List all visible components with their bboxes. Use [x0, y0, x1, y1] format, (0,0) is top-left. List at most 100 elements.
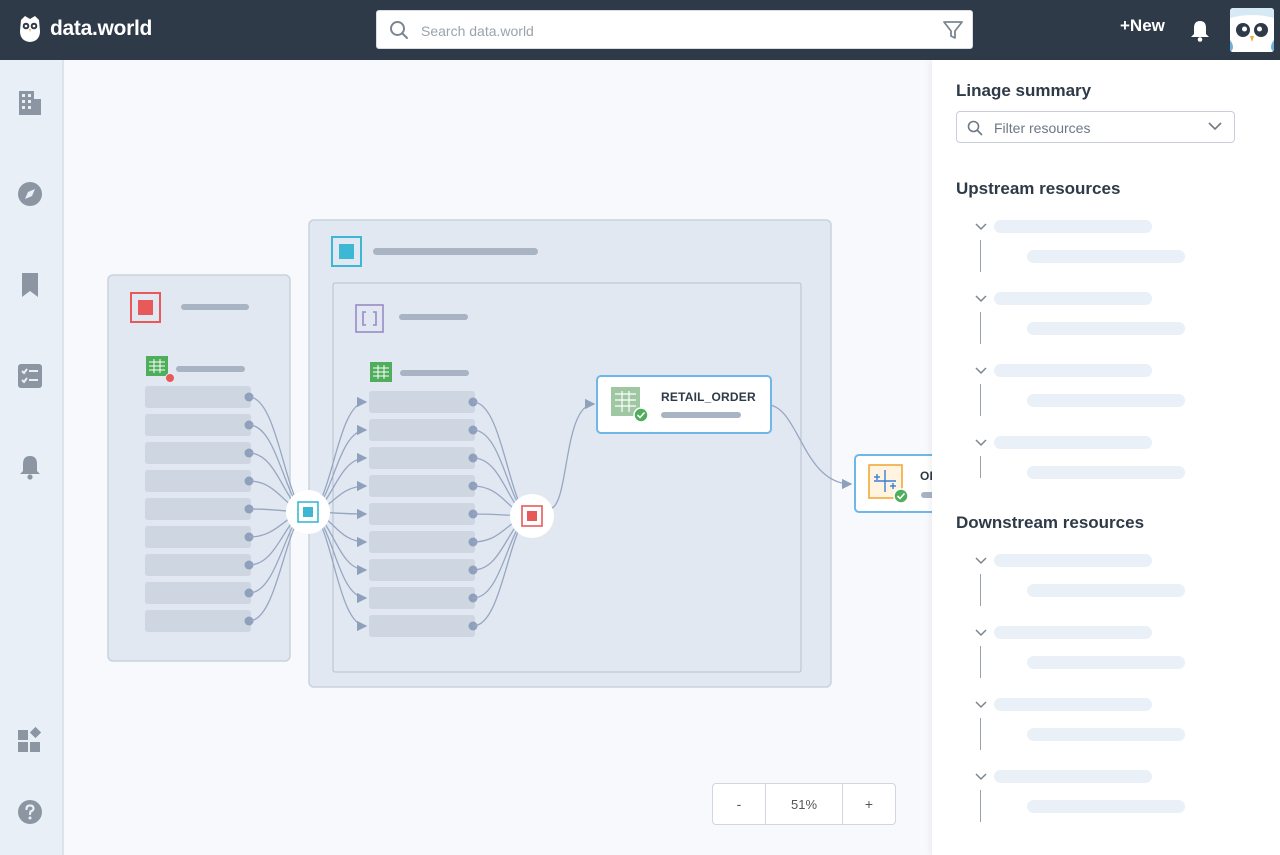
- resource-placeholder[interactable]: [994, 770, 1152, 783]
- resource-child-placeholder[interactable]: [1027, 584, 1185, 597]
- target-column-row[interactable]: [369, 447, 475, 469]
- join-node-red[interactable]: [510, 494, 554, 538]
- lineage-summary-panel: Linage summary Filter resources Upstream…: [932, 60, 1280, 855]
- search-input[interactable]: [419, 11, 923, 50]
- target-column-row[interactable]: [369, 531, 475, 553]
- target-column-row[interactable]: [369, 503, 475, 525]
- target-table-icon: [370, 362, 392, 382]
- chevron-down-icon[interactable]: [975, 439, 987, 447]
- building-icon: [19, 91, 41, 115]
- rail-organizations[interactable]: [17, 90, 43, 116]
- target-container-icon: [331, 236, 362, 267]
- target-column-row[interactable]: [369, 391, 475, 413]
- target-column-row[interactable]: [369, 419, 475, 441]
- tree-connector: [980, 718, 981, 750]
- source-column-rows: [145, 386, 254, 632]
- resource-placeholder[interactable]: [994, 554, 1152, 567]
- rail-notifications[interactable]: [17, 454, 43, 480]
- retail-order-label: RETAIL_ORDER: [661, 390, 756, 404]
- search-icon: [967, 120, 983, 136]
- search-bar: [376, 10, 973, 50]
- target-column-row[interactable]: [369, 615, 475, 637]
- chevron-down-icon[interactable]: [975, 367, 987, 375]
- source-container-icon: [130, 292, 161, 323]
- owl-logo-icon: [20, 16, 40, 42]
- filter-icon[interactable]: [942, 19, 964, 41]
- tree-connector: [980, 646, 981, 678]
- downstream-title: Downstream resources: [956, 513, 1145, 532]
- panel-title: Linage summary: [956, 81, 1092, 100]
- chevron-down-icon[interactable]: [975, 701, 987, 709]
- rail-explore[interactable]: [17, 181, 43, 207]
- top-bar: data.world +New: [0, 0, 1280, 60]
- lineage-graph: [107, 219, 932, 688]
- join-node-cyan[interactable]: [286, 490, 330, 534]
- search-icon: [390, 21, 408, 39]
- target-column-row[interactable]: [369, 559, 475, 581]
- source-column-row[interactable]: [145, 498, 251, 520]
- filter-resources-select[interactable]: Filter resources: [956, 111, 1235, 143]
- notifications-bell-icon[interactable]: [1189, 19, 1211, 42]
- apps-grid-icon: [18, 727, 42, 752]
- source-column-row[interactable]: [145, 386, 251, 408]
- source-column-row[interactable]: [145, 554, 251, 576]
- schema-icon: [355, 304, 384, 333]
- compass-icon: [18, 182, 42, 206]
- lineage-canvas[interactable]: RETAIL_ORDER OR: [64, 60, 938, 855]
- left-navigation-rail: [0, 60, 64, 855]
- checklist-icon: [18, 364, 42, 388]
- new-button[interactable]: +New: [1114, 16, 1171, 36]
- zoom-level: 51%: [765, 784, 843, 824]
- tree-connector: [980, 312, 981, 344]
- chevron-down-icon[interactable]: [975, 773, 987, 781]
- zoom-out-button[interactable]: -: [713, 784, 765, 824]
- resource-placeholder[interactable]: [994, 626, 1152, 639]
- resource-child-placeholder[interactable]: [1027, 250, 1185, 263]
- bookmark-icon: [22, 273, 38, 297]
- resource-placeholder[interactable]: [994, 436, 1152, 449]
- target-column-row[interactable]: [369, 475, 475, 497]
- chevron-down-icon[interactable]: [975, 629, 987, 637]
- filter-placeholder: Filter resources: [994, 120, 1091, 136]
- upstream-title: Upstream resources: [956, 179, 1121, 198]
- help-icon: [18, 800, 42, 824]
- target-column-row[interactable]: [369, 587, 475, 609]
- source-column-row[interactable]: [145, 610, 251, 632]
- owl-avatar-icon: [1230, 8, 1274, 52]
- rail-bookmarks[interactable]: [17, 272, 43, 298]
- source-column-row[interactable]: [145, 442, 251, 464]
- schema-container[interactable]: [332, 282, 802, 673]
- or-node[interactable]: [854, 454, 932, 513]
- source-column-row[interactable]: [145, 526, 251, 548]
- tree-connector: [980, 384, 981, 416]
- retail-order-node[interactable]: [596, 375, 772, 434]
- resource-child-placeholder[interactable]: [1027, 800, 1185, 813]
- resource-placeholder[interactable]: [994, 698, 1152, 711]
- chevron-down-icon[interactable]: [975, 557, 987, 565]
- resource-placeholder[interactable]: [994, 220, 1152, 233]
- rail-help[interactable]: [17, 799, 43, 825]
- tree-connector: [980, 240, 981, 272]
- resource-child-placeholder[interactable]: [1027, 728, 1185, 741]
- chevron-down-icon: [1208, 122, 1222, 131]
- rail-tasks[interactable]: [17, 363, 43, 389]
- logo[interactable]: data.world: [18, 15, 152, 43]
- resource-placeholder[interactable]: [994, 364, 1152, 377]
- zoom-in-button[interactable]: +: [843, 784, 895, 824]
- resource-child-placeholder[interactable]: [1027, 394, 1185, 407]
- resource-child-placeholder[interactable]: [1027, 466, 1185, 479]
- resource-child-placeholder[interactable]: [1027, 322, 1185, 335]
- resource-placeholder[interactable]: [994, 292, 1152, 305]
- target-column-rows: [369, 391, 478, 637]
- source-column-row[interactable]: [145, 582, 251, 604]
- resource-child-placeholder[interactable]: [1027, 656, 1185, 669]
- rail-apps[interactable]: [17, 727, 43, 753]
- tree-connector: [980, 790, 981, 822]
- tree-connector: [980, 574, 981, 606]
- chevron-down-icon[interactable]: [975, 295, 987, 303]
- zoom-control: - 51% +: [712, 783, 896, 825]
- source-column-row[interactable]: [145, 470, 251, 492]
- user-avatar[interactable]: [1230, 8, 1274, 52]
- chevron-down-icon[interactable]: [975, 223, 987, 231]
- source-column-row[interactable]: [145, 414, 251, 436]
